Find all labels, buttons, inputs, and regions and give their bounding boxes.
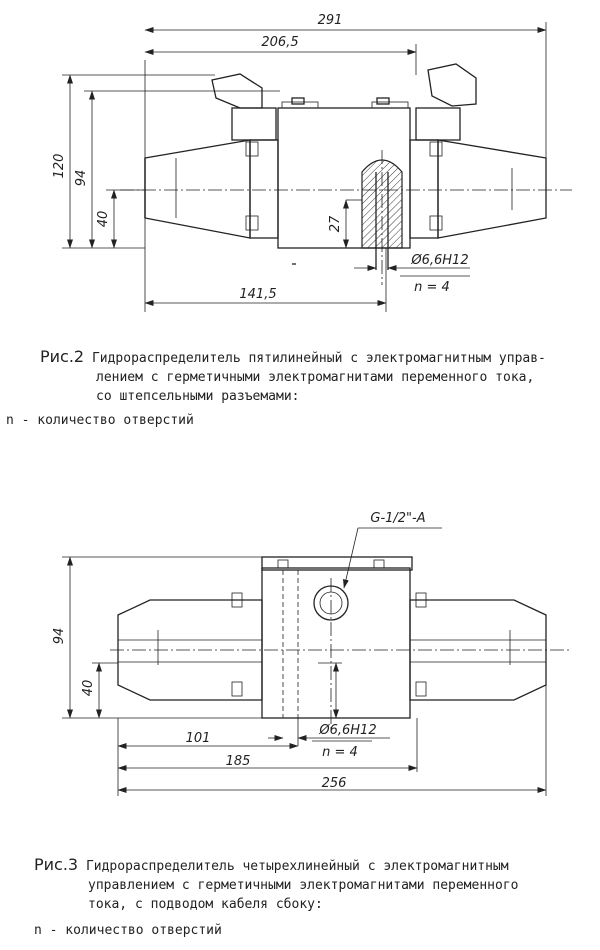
figure-2-note: n - количество отверстий — [6, 413, 194, 428]
dimension-lines — [67, 27, 547, 306]
dim-height-total: 120 — [52, 154, 67, 179]
figure-2-caption-line3: со штепсельными разъемами: — [96, 389, 300, 404]
figure-2-caption: Рис.2 Гидрораспределитель пятилинейный с… — [40, 347, 600, 406]
dim-height-offset: 40 — [96, 211, 111, 228]
dim-hole-diameter-3: Ø6,6H12 — [318, 723, 376, 738]
center-lines — [120, 150, 572, 285]
right-solenoid — [409, 63, 547, 239]
figure-3-label: Рис.3 — [34, 855, 79, 874]
dim-hole-count: n = 4 — [414, 280, 450, 295]
dim-hole-position-3: 101 — [186, 731, 211, 746]
dimension-texts-3: G-1/2"-A 94 40 Ø6,6H12 n = 4 101 185 256 — [52, 511, 426, 791]
valve-body-3 — [261, 556, 413, 719]
figure-3-caption: Рис.3 Гидрораспределитель четырехлинейны… — [34, 855, 600, 914]
thread-leader — [343, 527, 442, 589]
dim-height-body-3: 94 — [52, 628, 67, 645]
dim-hole-count-3: n = 4 — [322, 745, 358, 760]
figure-3-caption-line2: управлением с герметичными электромагнит… — [88, 878, 519, 893]
figure-2-svg: 291 206,5 120 94 40 27 141,5 Ø6,6H12 n =… — [52, 13, 572, 312]
dim-hole-depth: 27 — [328, 215, 343, 232]
dim-hole-diameter: Ø6,6H12 — [410, 253, 468, 268]
dim-height-offset-3: 40 — [81, 680, 96, 697]
figure-3-drawing: G-1/2"-A 94 40 Ø6,6H12 n = 4 101 185 256 — [0, 490, 600, 850]
dim-hole-position: 141,5 — [239, 287, 276, 302]
figure-3-caption-line1: Гидрораспределитель четырехлинейный с эл… — [85, 859, 509, 874]
dim-thread-label: G-1/2"-A — [370, 511, 425, 526]
left-solenoid-3 — [117, 592, 263, 701]
dim-body-length: 206,5 — [261, 35, 298, 50]
figure-3-svg: G-1/2"-A 94 40 Ø6,6H12 n = 4 101 185 256 — [52, 511, 570, 796]
right-solenoid-3 — [409, 592, 547, 701]
figure-2-caption-line1: Гидрораспределитель пятилинейный с элект… — [91, 351, 546, 366]
figure-2-drawing: 291 206,5 120 94 40 27 141,5 Ø6,6H12 n =… — [0, 0, 600, 320]
dim-body-position-3: 185 — [226, 754, 251, 769]
left-solenoid — [144, 73, 279, 239]
figure-2-label: Рис.2 — [40, 347, 85, 366]
figure-2-caption-line2: лением с герметичными электромагнитами п… — [96, 370, 535, 385]
dimension-lines-3 — [67, 556, 547, 793]
dim-overall-length: 291 — [318, 13, 343, 28]
extension-lines-3 — [62, 556, 547, 796]
dim-height-body: 94 — [74, 170, 89, 187]
center-lines-3 — [110, 578, 570, 730]
extension-lines — [62, 22, 547, 312]
dimension-texts: 291 206,5 120 94 40 27 141,5 Ø6,6H12 n =… — [52, 13, 469, 302]
figure-3-caption-line3: тока, с подводом кабеля сбоку: — [88, 897, 323, 912]
dim-overall-length-3: 256 — [322, 776, 347, 791]
figure-3-note: n - количество отверстий — [34, 923, 222, 938]
